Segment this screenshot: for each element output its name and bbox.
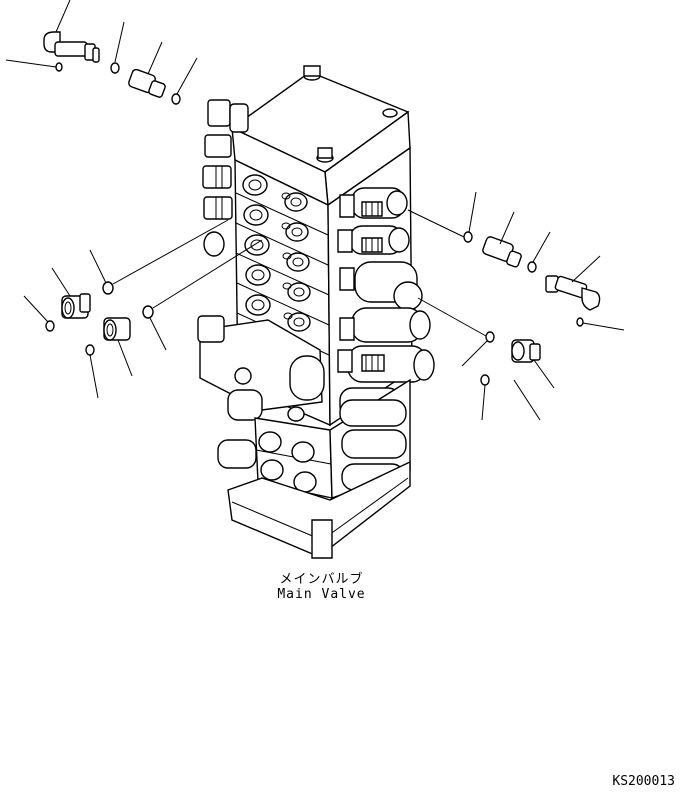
hex-fittings-left bbox=[203, 100, 248, 256]
caption-english: Main Valve bbox=[277, 587, 366, 602]
check-fitting-right bbox=[482, 212, 522, 268]
valve-base-plate bbox=[228, 462, 410, 558]
check-fitting-upper-left bbox=[128, 42, 166, 98]
caption-japanese: メインバルブ bbox=[279, 572, 364, 587]
o-rings-right bbox=[408, 192, 550, 420]
hex-fittings-right bbox=[338, 195, 384, 372]
elbow-fitting-upper-left bbox=[44, 0, 99, 62]
adapter-fittings-left bbox=[52, 268, 132, 376]
drawing-code: KS200013 bbox=[612, 774, 675, 789]
main-valve-assembly bbox=[198, 66, 434, 558]
tee-fitting-right bbox=[512, 340, 554, 420]
o-rings-left bbox=[24, 220, 262, 398]
elbow-fitting-right bbox=[546, 256, 624, 330]
port-holes bbox=[243, 175, 310, 331]
o-rings-upper-left bbox=[6, 22, 197, 104]
